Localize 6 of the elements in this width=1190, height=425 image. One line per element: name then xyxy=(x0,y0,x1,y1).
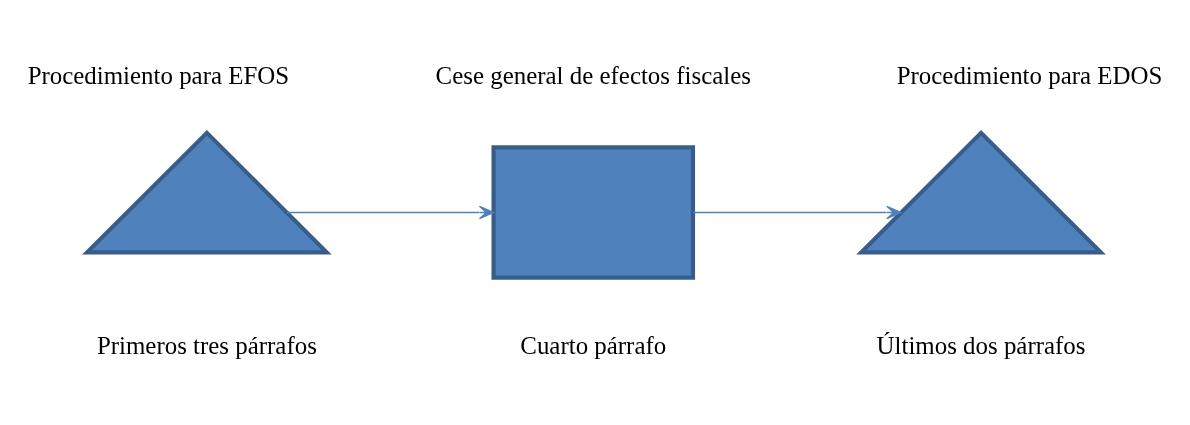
node-label: Cuarto párrafo xyxy=(520,331,667,359)
node-label: Procedimiento para EDOS xyxy=(896,61,1163,89)
node-label: Cese general de efectos fiscales xyxy=(435,61,751,89)
node-label: Procedimiento para EFOS xyxy=(27,61,290,89)
node-label: Primeros tres párrafos xyxy=(96,331,317,359)
node-label: Últimos dos párrafos xyxy=(876,331,1086,359)
